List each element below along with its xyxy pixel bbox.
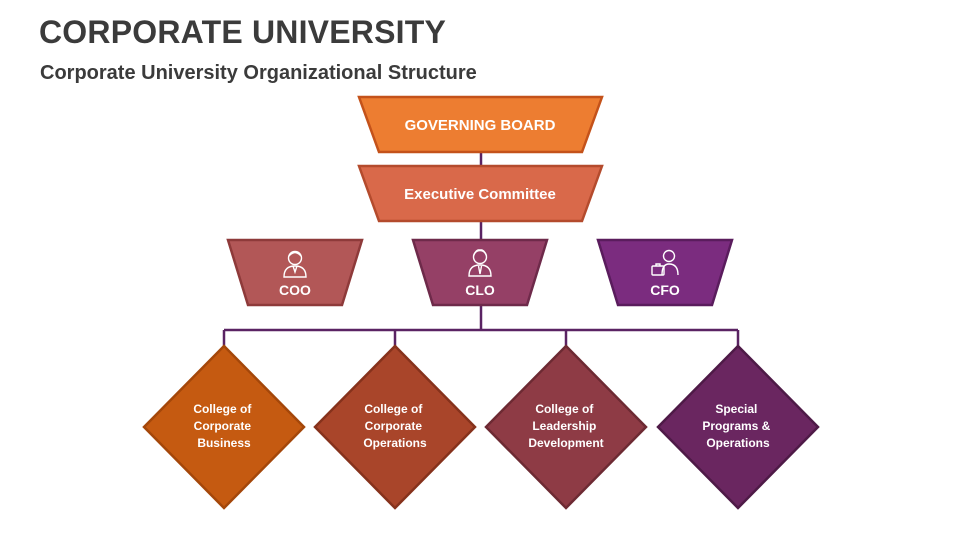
college-label-line: Business <box>197 436 251 450</box>
executive-committee-label: Executive Committee <box>404 186 556 203</box>
college-label-line: Special <box>715 402 757 416</box>
college-diamond: College of Leadership Development <box>484 344 648 510</box>
college-label-line: Programs & <box>702 419 770 433</box>
college-diamond: College of Corporate Operations <box>313 344 477 510</box>
officer-coo-box: COO <box>226 238 364 307</box>
businessman-icon <box>468 249 492 277</box>
officer-cfo-label: CFO <box>650 282 680 298</box>
college-label-line: Leadership <box>532 419 596 433</box>
executive-committee-box: Executive Committee <box>357 164 604 223</box>
officer-clo-label: CLO <box>465 282 495 298</box>
page-title: CORPORATE UNIVERSITY <box>39 14 446 50</box>
college-label-line: Corporate <box>194 419 252 433</box>
college-label-line: Development <box>528 436 603 450</box>
governing-board-box: GOVERNING BOARD <box>357 95 604 154</box>
officer-cfo-box: CFO <box>596 238 734 307</box>
college-label-line: College of <box>193 402 252 416</box>
college-diamond: Special Programs & Operations <box>656 344 820 510</box>
svg-text:Special Programs &: Special Programs & Operations <box>702 402 773 450</box>
officer-coo-label: COO <box>279 282 311 298</box>
college-label-line: Corporate <box>365 419 423 433</box>
executive-man-icon <box>283 250 307 278</box>
man-with-briefcase-icon <box>651 249 679 276</box>
svg-text:College of Leadership: College of Leadership Development <box>528 402 603 450</box>
officer-clo-box: CLO <box>411 238 549 307</box>
college-label-line: College of <box>364 402 423 416</box>
svg-text:College of Corporate: College of Corporate Operations <box>363 402 427 450</box>
page-subtitle: Corporate University Organizational Stru… <box>40 62 477 84</box>
governing-board-label: GOVERNING BOARD <box>405 117 556 134</box>
svg-text:College of Corporate: College of Corporate Business <box>193 402 254 450</box>
college-label-line: Operations <box>706 436 770 450</box>
college-diamond: College of Corporate Business <box>142 344 306 510</box>
connector-lines <box>222 152 740 346</box>
college-label-line: Operations <box>363 436 427 450</box>
college-label-line: College of <box>535 402 594 416</box>
